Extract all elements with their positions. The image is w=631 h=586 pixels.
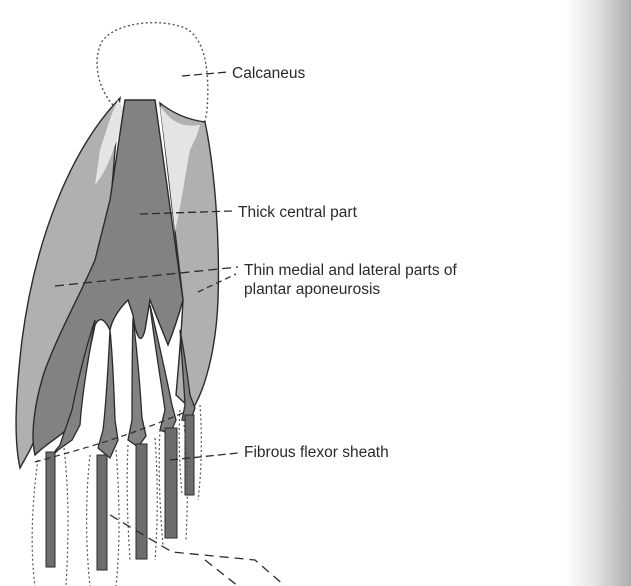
fibrous-flexor-sheath-label: Fibrous flexor sheath [244,443,389,462]
thin-parts-label-line1: Thin medial and lateral parts of [244,261,457,280]
thin-parts-label: Thin medial and lateral parts of plantar… [244,261,457,299]
leader-sheath [170,453,238,460]
digital-slip [128,318,146,447]
calcaneus-label: Calcaneus [232,64,305,83]
thin-parts-label-line2: plantar aponeurosis [244,280,457,299]
thick-central-part-label: Thick central part [238,203,357,222]
